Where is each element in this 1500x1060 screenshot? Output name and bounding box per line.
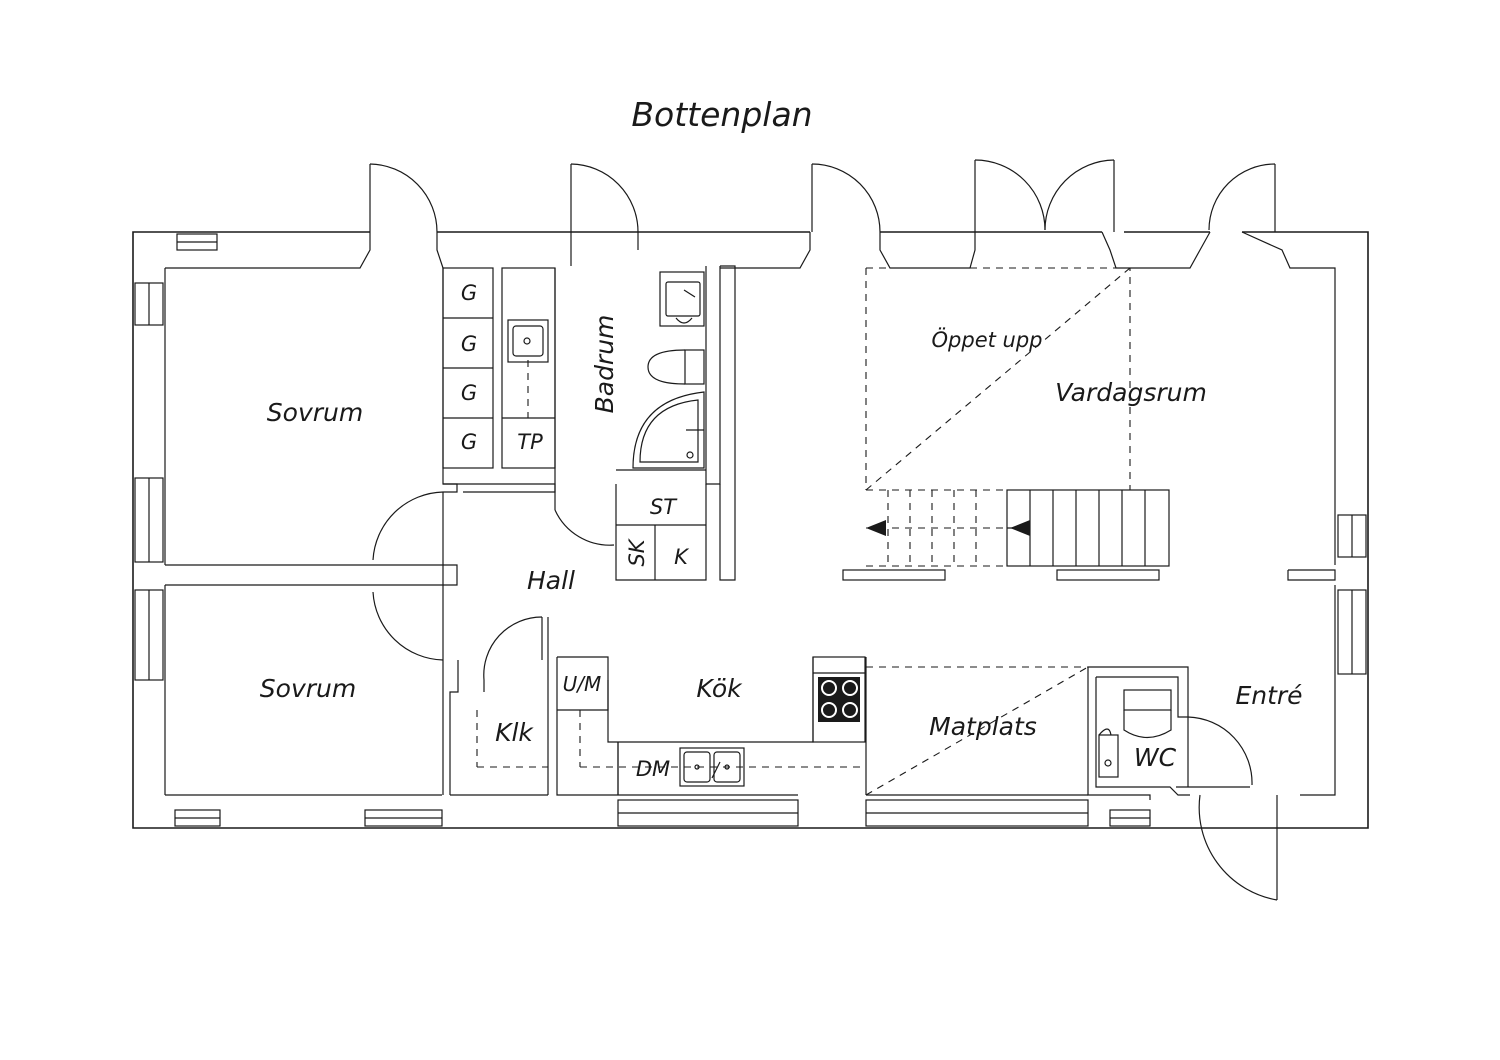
staircase [866, 489, 1170, 567]
fixture-label-st: ST [650, 495, 678, 519]
bathroom-fixtures [632, 271, 705, 469]
room-label-oppet-upp: Öppet upp [932, 327, 1043, 352]
wc-fixtures [1098, 689, 1172, 778]
room-label-hall: Hall [527, 566, 575, 595]
room-label-sovrum-bottom: Sovrum [260, 674, 356, 703]
interior-walls [165, 265, 1336, 800]
room-label-matplats: Matplats [929, 712, 1037, 741]
fixture-label-sk: SK [625, 537, 649, 566]
plan-title: Bottenplan [631, 95, 812, 134]
fixture-label-g: G [461, 381, 477, 405]
windows [134, 233, 1367, 827]
room-label-kok: Kök [696, 674, 743, 703]
fixture-label-tp: TP [517, 430, 543, 454]
room-label-vardagsrum: Vardagsrum [1055, 378, 1207, 407]
interior-doors [372, 491, 1253, 787]
fixture-label-g: G [461, 332, 477, 356]
room-label-klk: Klk [495, 718, 534, 747]
room-label-entre: Entré [1235, 681, 1302, 710]
exterior-doors [369, 159, 1278, 901]
fixture-label-g: G [461, 430, 477, 454]
outer-walls [132, 231, 1369, 829]
stair-arrow-icon [1010, 520, 1030, 536]
fixture-label-k: K [674, 545, 690, 569]
room-label-badrum: Badrum [590, 315, 619, 414]
fixture-label-g: G [461, 281, 477, 305]
stair-arrow-icon [866, 520, 886, 536]
fixture-label-dm: DM [636, 757, 670, 781]
room-label-sovrum-top: Sovrum [267, 398, 363, 427]
closet-cabinets [442, 267, 556, 469]
open-above-area [865, 267, 1131, 796]
fixture-label-um: U/M [563, 672, 602, 696]
kitchen-fixtures [476, 656, 866, 795]
room-label-wc: WC [1134, 743, 1177, 772]
